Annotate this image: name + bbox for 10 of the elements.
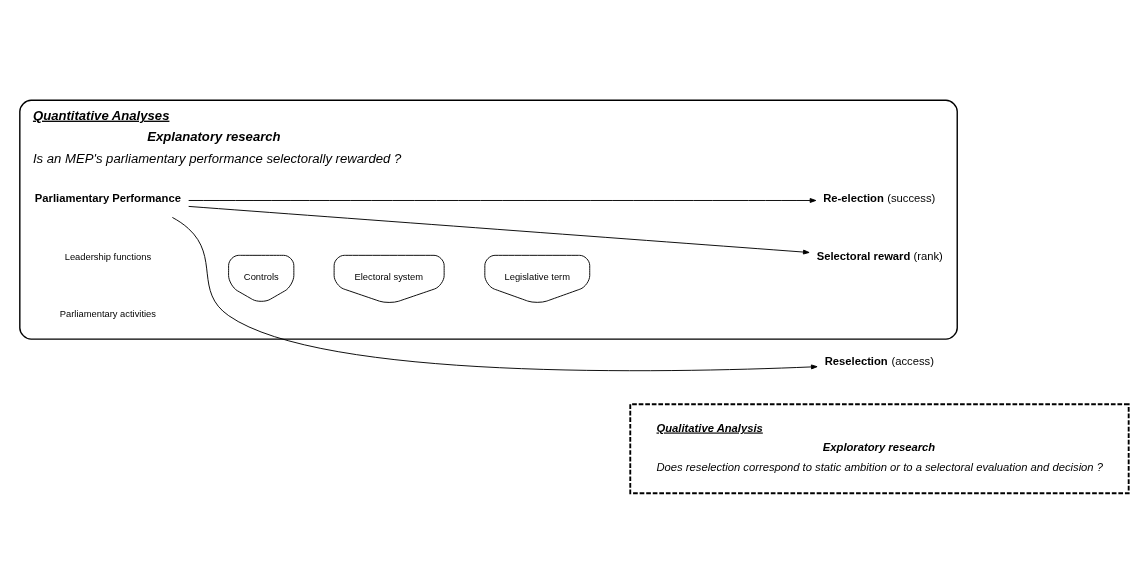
label: Parliamentary activities	[59, 309, 156, 320]
arrow	[171, 217, 818, 372]
arrow	[188, 205, 810, 255]
node-text: Re-election (success)	[823, 192, 936, 205]
label: Leadership functions	[64, 251, 152, 262]
node-text: Parliamentary Performance	[34, 192, 181, 205]
arrow	[188, 198, 817, 203]
node-box: Qualitative Analysis Exploratory research Does reselection correspond to static ambition or to a selectoral evaluation and decision ?	[629, 403, 1130, 495]
node-text: Selectoral reward (rank)	[816, 249, 943, 262]
node-text: Reselection (access)	[824, 355, 934, 368]
